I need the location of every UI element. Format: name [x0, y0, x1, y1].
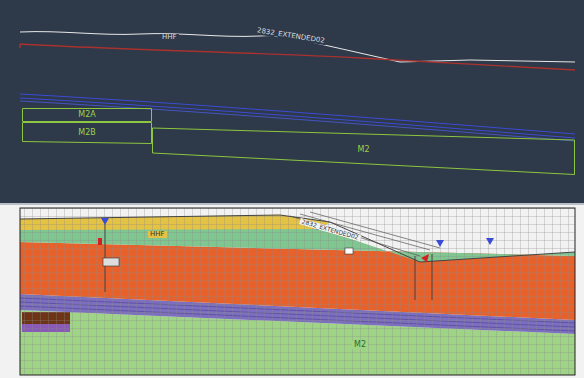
layer-label: M2: [352, 341, 368, 349]
water-marker: [436, 240, 444, 247]
red-line: [20, 44, 575, 70]
red-marker: [421, 254, 429, 262]
divider: [0, 203, 584, 205]
layer-name: M2A: [78, 111, 95, 119]
ground-surface: [20, 215, 575, 262]
red-marker: [98, 238, 102, 245]
layer-label: HHF: [148, 231, 167, 238]
section-frame: [20, 208, 575, 375]
layer-box: M2B: [22, 122, 152, 144]
blue-line: [20, 94, 575, 134]
layer-name: M2: [358, 146, 370, 154]
water-marker: [101, 218, 109, 225]
blue-line: [20, 101, 575, 141]
layer-label: HHF: [160, 34, 179, 41]
slope-lines: [290, 212, 440, 256]
top-panel: [0, 0, 584, 203]
layer-name: M2B: [78, 129, 95, 137]
layer-box: M2A: [22, 108, 152, 122]
grid: [20, 208, 575, 375]
water-marker: [486, 238, 494, 245]
layer-box: M2: [152, 125, 575, 175]
